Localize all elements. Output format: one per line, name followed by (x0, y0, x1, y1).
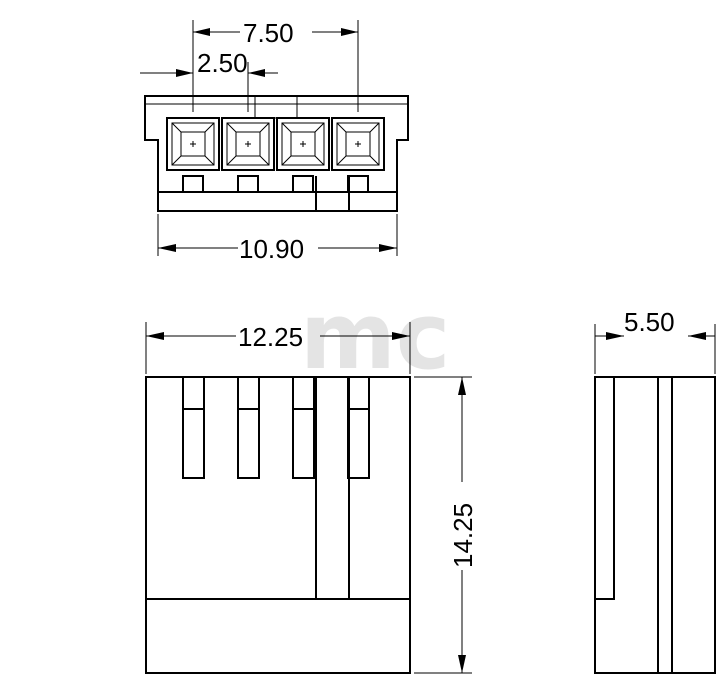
top-view (144, 95, 409, 212)
cavity (331, 117, 385, 193)
terminal-slot (237, 376, 260, 479)
side-view-outline (594, 376, 716, 674)
terminal-slot (292, 376, 315, 479)
cavity-tab (182, 175, 204, 193)
cavity-tab (347, 175, 369, 193)
terminal-slot (347, 376, 370, 479)
top-view-latch (254, 95, 298, 119)
dim-7-50: 7.50 (192, 18, 359, 112)
side-view-step (595, 377, 615, 600)
top-view-cavities (166, 117, 385, 193)
side-view (594, 376, 716, 674)
front-view (145, 376, 411, 674)
dim-14-25: 14.25 (414, 376, 478, 674)
cavity (166, 117, 220, 193)
cavity-tab (237, 175, 259, 193)
dim-5-50: 5.50 (594, 307, 716, 374)
dim-label-7-50: 7.50 (243, 18, 294, 48)
dim-2-50: 2.50 (140, 48, 278, 112)
front-view-slots (182, 376, 370, 479)
dim-label-14-25: 14.25 (448, 503, 478, 568)
dim-label-12-25: 12.25 (238, 322, 303, 352)
terminal-slot (182, 376, 205, 479)
dim-label-2-50: 2.50 (197, 48, 248, 78)
dim-label-10-90: 10.90 (239, 234, 304, 264)
dim-12-25: 12.25 (145, 322, 411, 374)
dim-10-90: 10.90 (157, 214, 398, 264)
cavity-tab (292, 175, 314, 193)
dim-label-5-50: 5.50 (624, 307, 675, 337)
front-view-outline (145, 376, 411, 674)
cavity (276, 117, 330, 193)
cavity (221, 117, 275, 193)
top-view-outline (144, 95, 409, 212)
